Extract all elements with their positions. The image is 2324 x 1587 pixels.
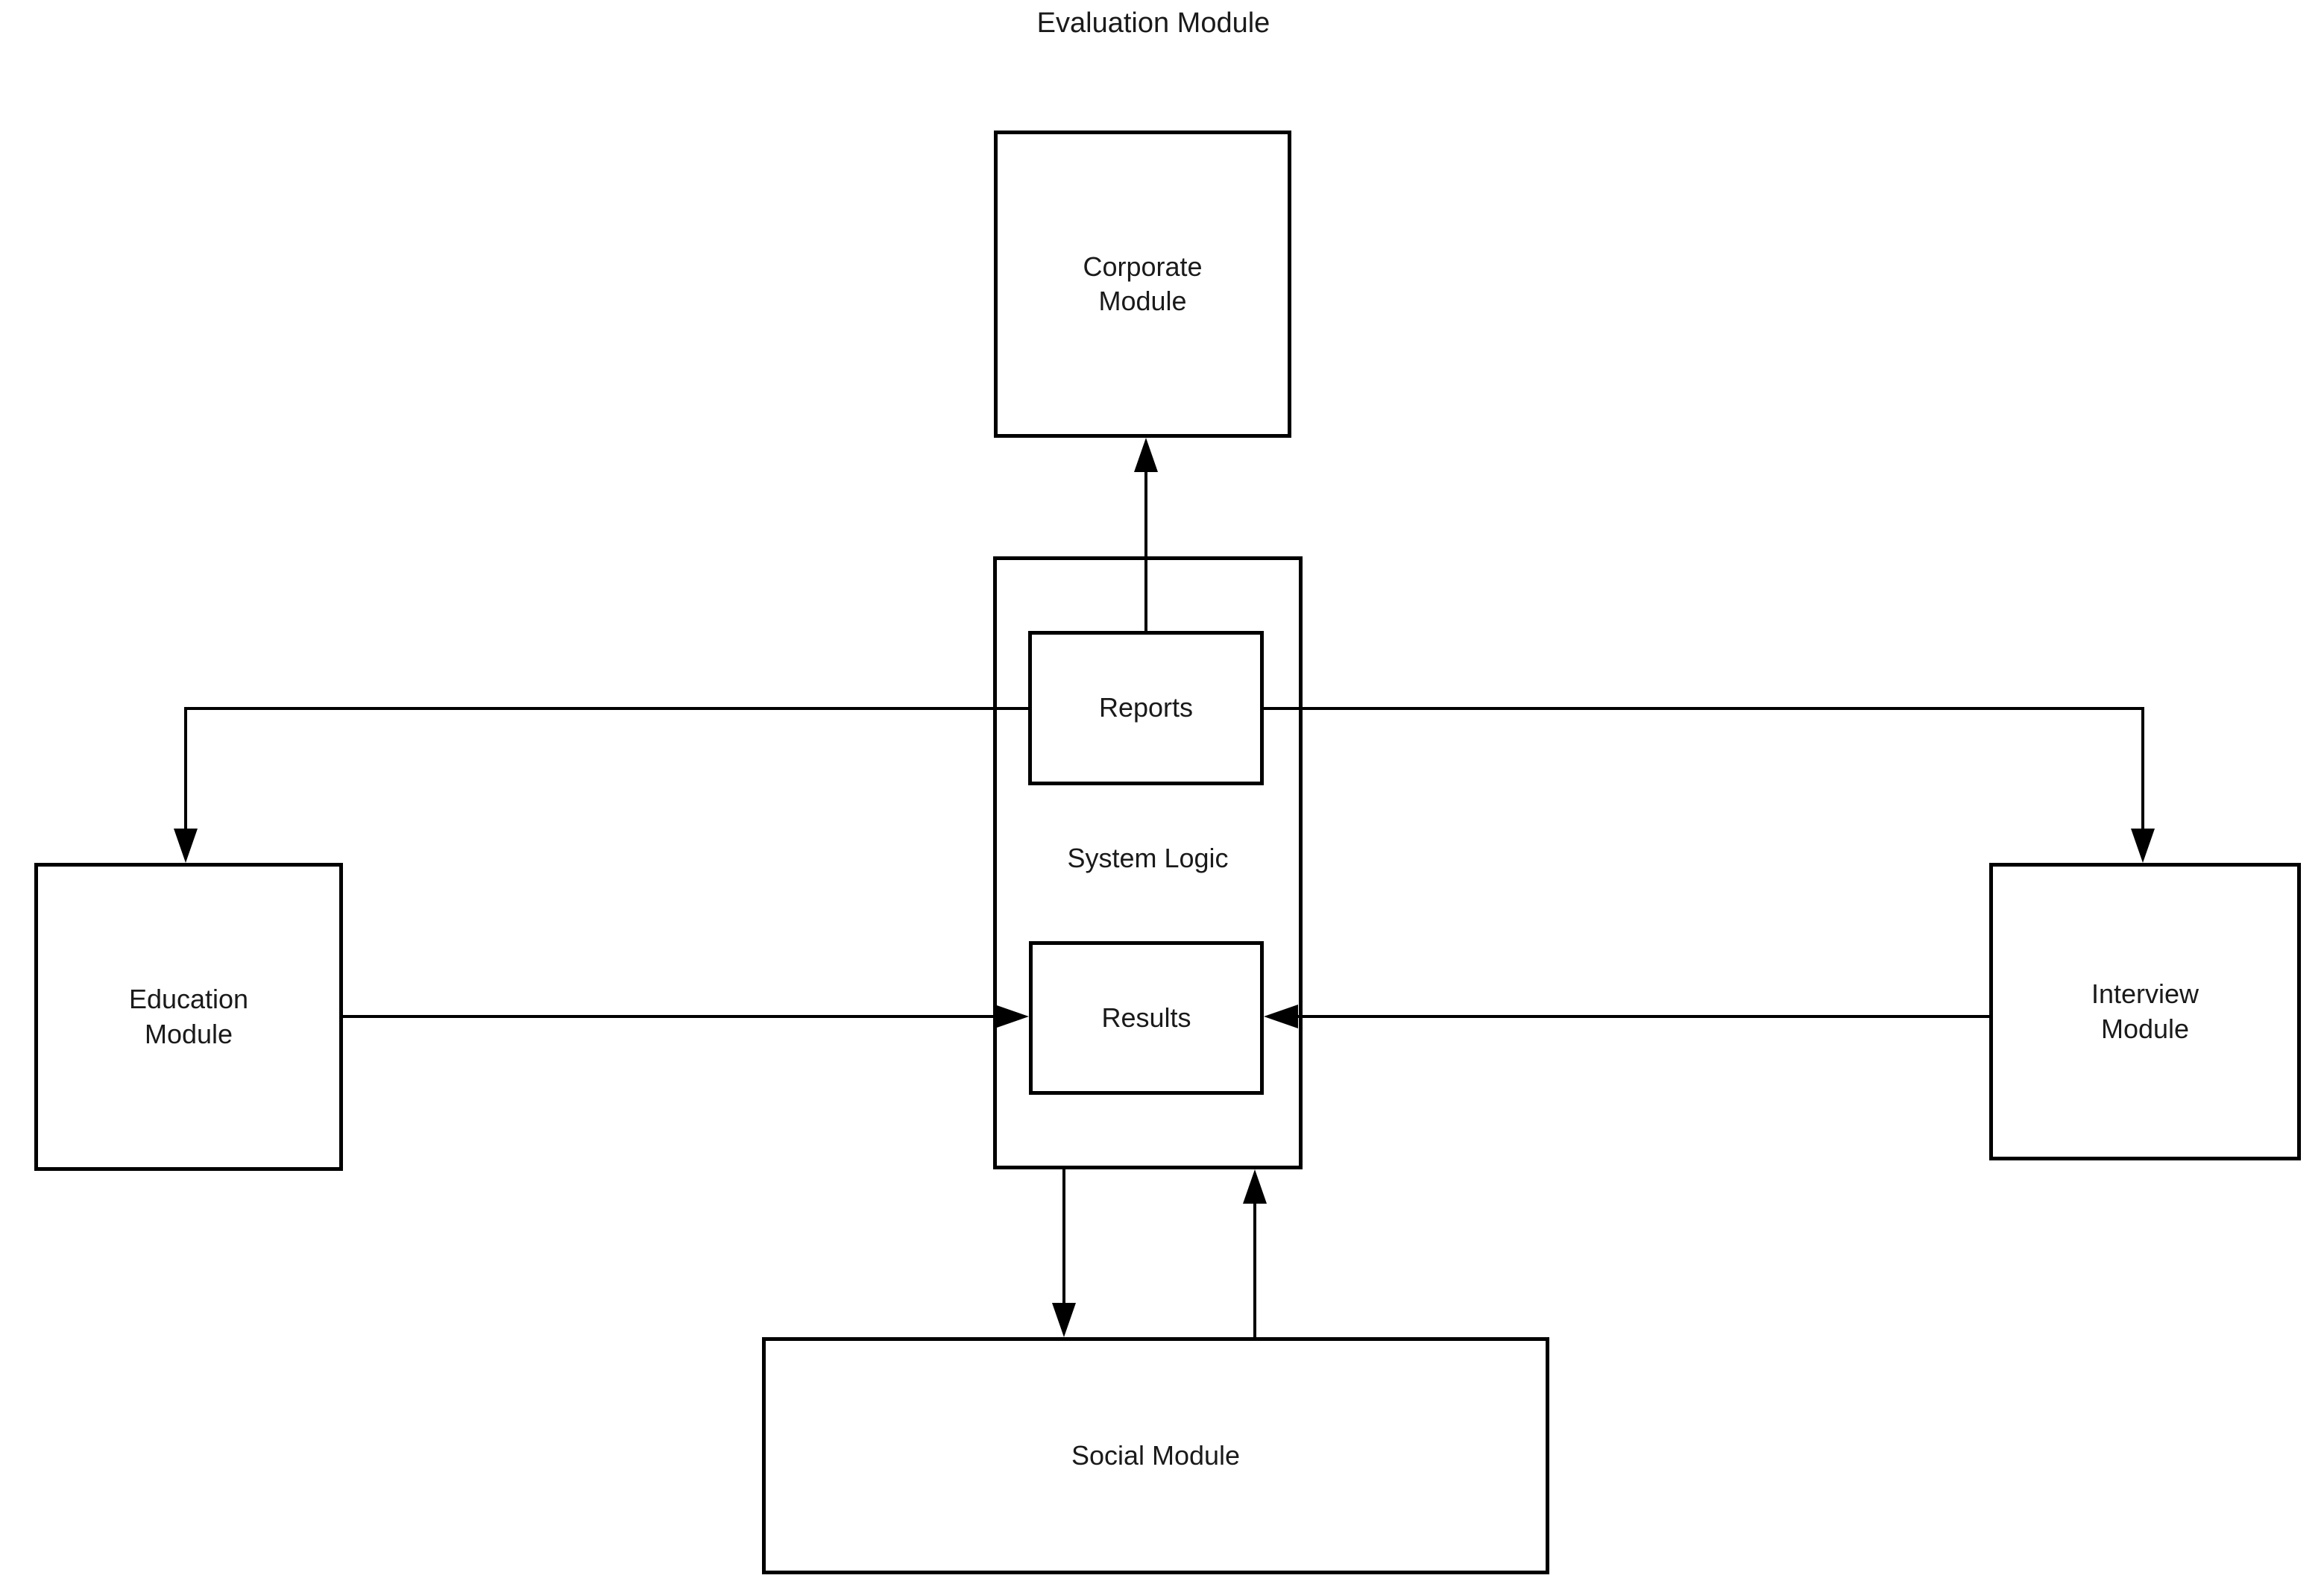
edge-reports-education-arrowhead (174, 829, 198, 863)
node-results: Results (1029, 941, 1264, 1095)
edge-reports-corporate-line (1144, 469, 1147, 631)
node-education-module: Education Module (34, 863, 343, 1171)
diagram-title: Evaluation Module (1036, 7, 1270, 39)
edge-reports-education-line-horizontal (184, 707, 1028, 710)
node-results-label: Results (1101, 1002, 1191, 1033)
node-reports-label: Reports (1098, 692, 1194, 723)
edge-education-results-arrowhead (995, 1005, 1029, 1028)
node-reports: Reports (1028, 631, 1264, 785)
node-social-module-label: Social Module (1071, 1439, 1241, 1471)
edge-reports-corporate-arrowhead (1134, 438, 1158, 472)
edge-systemlogic-social-line (1062, 1169, 1065, 1306)
edge-reports-interview-line-vertical (2141, 707, 2144, 830)
edge-social-systemlogic-arrowhead (1243, 1169, 1267, 1204)
node-system-logic-label: System Logic (1067, 843, 1229, 873)
edge-reports-interview-arrowhead (2131, 829, 2155, 863)
edge-social-systemlogic-line (1253, 1201, 1256, 1337)
node-interview-module: Interview Module (1989, 863, 2301, 1160)
edge-interview-results-line (1297, 1015, 1989, 1018)
edge-reports-interview-line-horizontal (1264, 707, 2144, 710)
node-education-module-label: Education Module (128, 984, 249, 1049)
node-corporate-module: Corporate Module (994, 131, 1291, 438)
node-interview-module-label: Interview Module (2091, 978, 2199, 1044)
node-social-module: Social Module (762, 1337, 1549, 1574)
edge-systemlogic-social-arrowhead (1052, 1303, 1076, 1337)
node-corporate-module-label: Corporate Module (1083, 251, 1203, 316)
edge-education-results-line (343, 1015, 998, 1018)
edge-interview-results-arrowhead (1264, 1005, 1298, 1028)
edge-reports-education-line-vertical (184, 707, 187, 830)
